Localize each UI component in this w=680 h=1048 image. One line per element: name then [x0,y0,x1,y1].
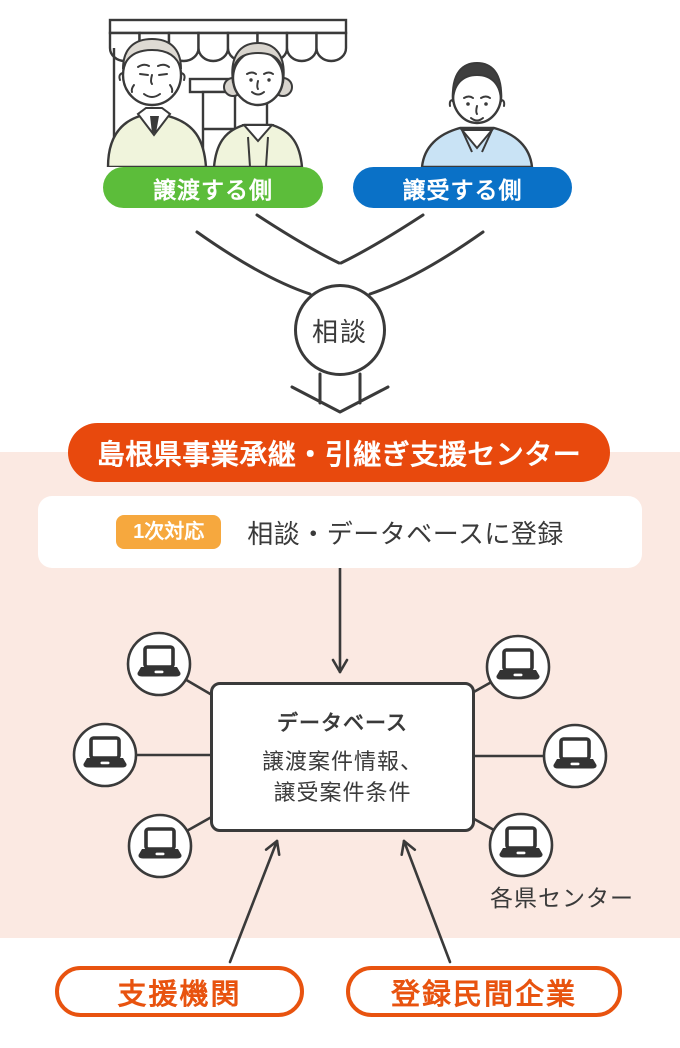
consult-circle: 相談 [294,284,386,376]
down-block-arrow [290,372,390,414]
converging-arrows [195,213,485,296]
shop-awning [108,18,348,63]
support-organizations-pill: 支援機関 [55,966,304,1017]
database-line1: 譲渡案件情報、 [261,749,423,774]
elderly-couple-shop-illustration [106,18,348,167]
prefecture-centers-label: 各県センター [490,885,634,911]
elderly-woman [212,41,304,167]
primary-response-text: 相談・データベースに登録 [247,518,564,549]
young-man-illustration [420,61,534,167]
registered-companies-pill: 登録民間企業 [346,966,622,1017]
center-banner-label: 島根県事業承継・引継ぎ支援センター [96,438,582,470]
database-box: データベース 譲渡案件情報、 譲受案件条件 [210,682,475,832]
primary-response-box: 1次対応 相談・データベースに登録 [38,496,642,568]
center-banner-pill: 島根県事業承継・引継ぎ支援センター [68,423,610,482]
transferee-label-pill: 譲受する側 [353,167,572,208]
laptop-icon [488,812,554,878]
database-title: データベース [277,712,408,735]
primary-response-badge: 1次対応 [116,515,222,549]
bottom-feed-arrows [228,839,452,964]
elderly-man [106,37,208,167]
laptop-icon [485,634,551,700]
registered-companies-label: 登録民間企業 [390,978,577,1011]
transferor-label: 譲渡する側 [153,176,273,203]
support-organizations-label: 支援機関 [117,978,242,1011]
transferee-label: 譲受する側 [402,176,523,203]
laptop-icon [542,723,608,789]
laptop-icon [126,631,192,697]
database-line2: 譲受案件条件 [273,780,412,805]
laptop-icon [127,813,193,879]
consult-label: 相談 [311,316,368,347]
transferor-label-pill: 譲渡する側 [103,167,323,208]
laptop-icon [72,722,138,788]
